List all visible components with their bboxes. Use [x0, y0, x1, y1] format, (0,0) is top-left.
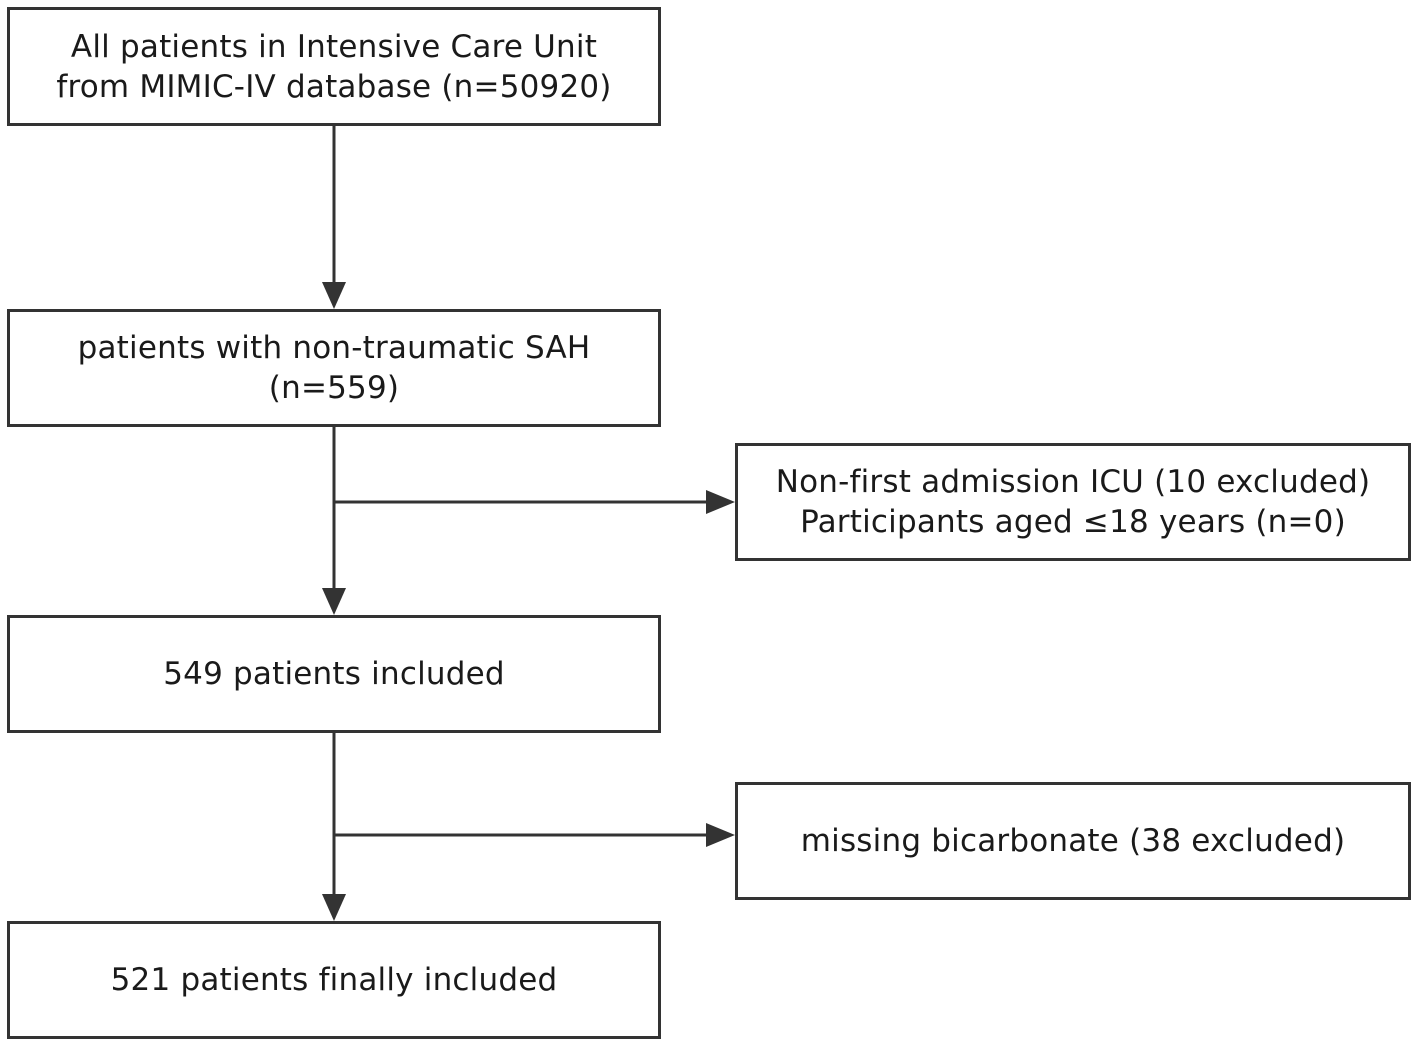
node-included-549: 549 patients included	[7, 615, 661, 733]
node-text-line: 521 patients finally included	[110, 962, 558, 998]
arrowhead-down-icon	[322, 282, 346, 309]
node-text-line: All patients in Intensive Care Unit	[70, 28, 598, 65]
node-sah-patients: patients with non-traumatic SAH (n=559)	[7, 309, 661, 427]
node-text-line: missing bicarbonate (38 excluded)	[800, 823, 1346, 859]
node-text-line: Non-first admission ICU (10 excluded)	[775, 464, 1371, 500]
arrowhead-right-icon	[706, 490, 735, 514]
node-text-line: Participants aged ≤18 years (n=0)	[800, 504, 1346, 540]
arrowhead-down-icon	[322, 894, 346, 921]
node-all-patients: All patients in Intensive Care Unit from…	[7, 7, 661, 126]
node-text-line: (n=559)	[268, 370, 400, 406]
node-text-line: 549 patients included	[163, 656, 505, 692]
node-exclusion-1: Non-first admission ICU (10 excluded) Pa…	[735, 443, 1411, 561]
node-text-line: from MIMIC-IV database (n=50920)	[56, 68, 612, 105]
node-final-521: 521 patients finally included	[7, 921, 661, 1039]
node-exclusion-2: missing bicarbonate (38 excluded)	[735, 782, 1411, 900]
arrowhead-right-icon	[706, 823, 735, 847]
node-text-line: patients with non-traumatic SAH	[77, 330, 591, 366]
arrowhead-down-icon	[322, 588, 346, 615]
